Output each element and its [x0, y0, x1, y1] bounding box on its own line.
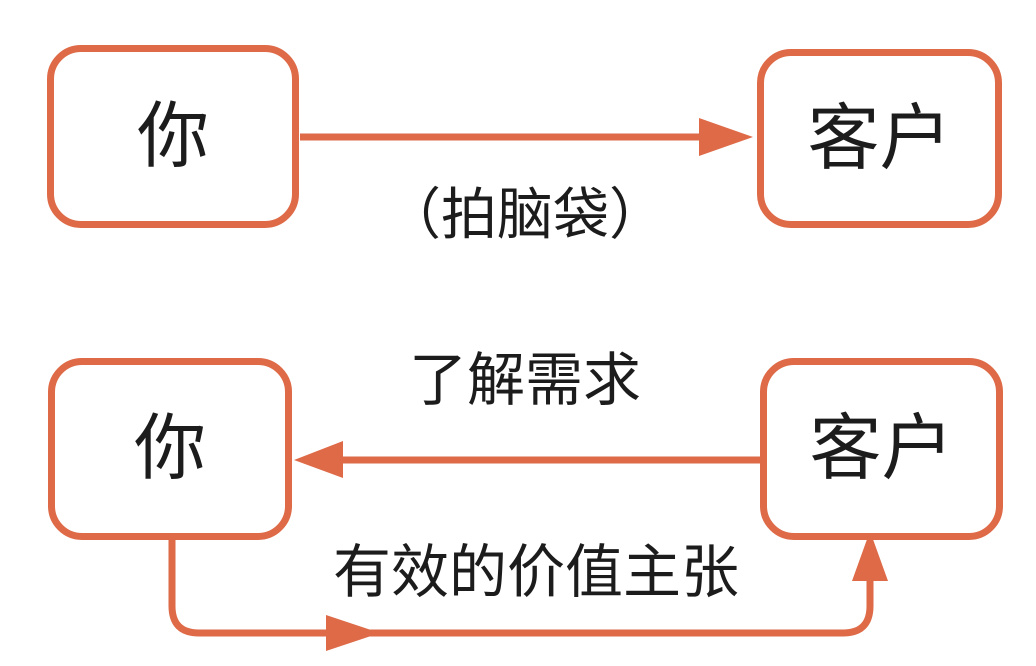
arrowhead-right-mid-icon	[326, 615, 380, 651]
caption-understand-needs: 了解需求	[408, 348, 641, 413]
arrowhead-left-icon	[294, 441, 343, 478]
box-customer-top-label: 客户	[807, 98, 952, 179]
box-you-top-label: 你	[136, 96, 209, 177]
box-you-bottom-label: 你	[133, 409, 206, 489]
box-you-bottom: 你	[48, 358, 292, 540]
box-customer-top: 客户	[757, 49, 1002, 228]
box-customer-bottom-label: 客户	[809, 409, 954, 489]
caption-brainstorm: （拍脑袋）	[385, 185, 665, 247]
caption-value-proposition: 有效的价值主张	[333, 540, 740, 605]
box-you-top: 你	[47, 45, 299, 228]
box-customer-bottom: 客户	[760, 358, 1003, 540]
arrowhead-right-icon	[699, 118, 753, 156]
